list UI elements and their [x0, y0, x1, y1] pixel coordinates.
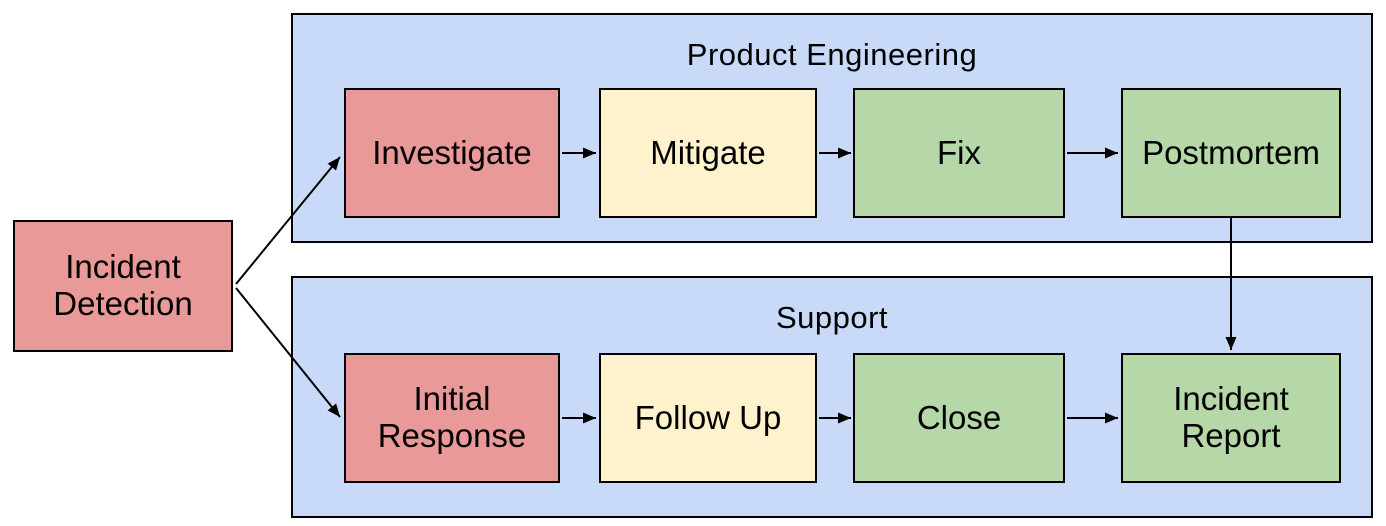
node-incident-report: Incident Report: [1121, 353, 1341, 483]
node-mitigate: Mitigate: [599, 88, 817, 218]
node-close: Close: [853, 353, 1065, 483]
node-mitigate-label: Mitigate: [650, 133, 766, 171]
node-incident-detection: Incident Detection: [13, 220, 233, 352]
node-fix: Fix: [853, 88, 1065, 218]
node-initial-response-label: Initial Response: [377, 380, 527, 454]
node-follow-up-label: Follow Up: [634, 398, 782, 436]
node-incident-report-label: Incident Report: [1173, 380, 1289, 454]
node-investigate-label: Investigate: [372, 133, 532, 171]
node-initial-response: Initial Response: [344, 353, 560, 483]
node-investigate: Investigate: [344, 88, 560, 218]
node-close-label: Close: [916, 398, 1002, 436]
node-follow-up: Follow Up: [599, 353, 817, 483]
node-incident-detection-label: Incident Detection: [53, 248, 193, 322]
lane-support-title: Support: [775, 300, 889, 335]
node-postmortem-label: Postmortem: [1142, 133, 1320, 171]
lane-product-engineering-title: Product Engineering: [686, 37, 978, 72]
node-fix-label: Fix: [937, 133, 981, 171]
node-postmortem: Postmortem: [1121, 88, 1341, 218]
